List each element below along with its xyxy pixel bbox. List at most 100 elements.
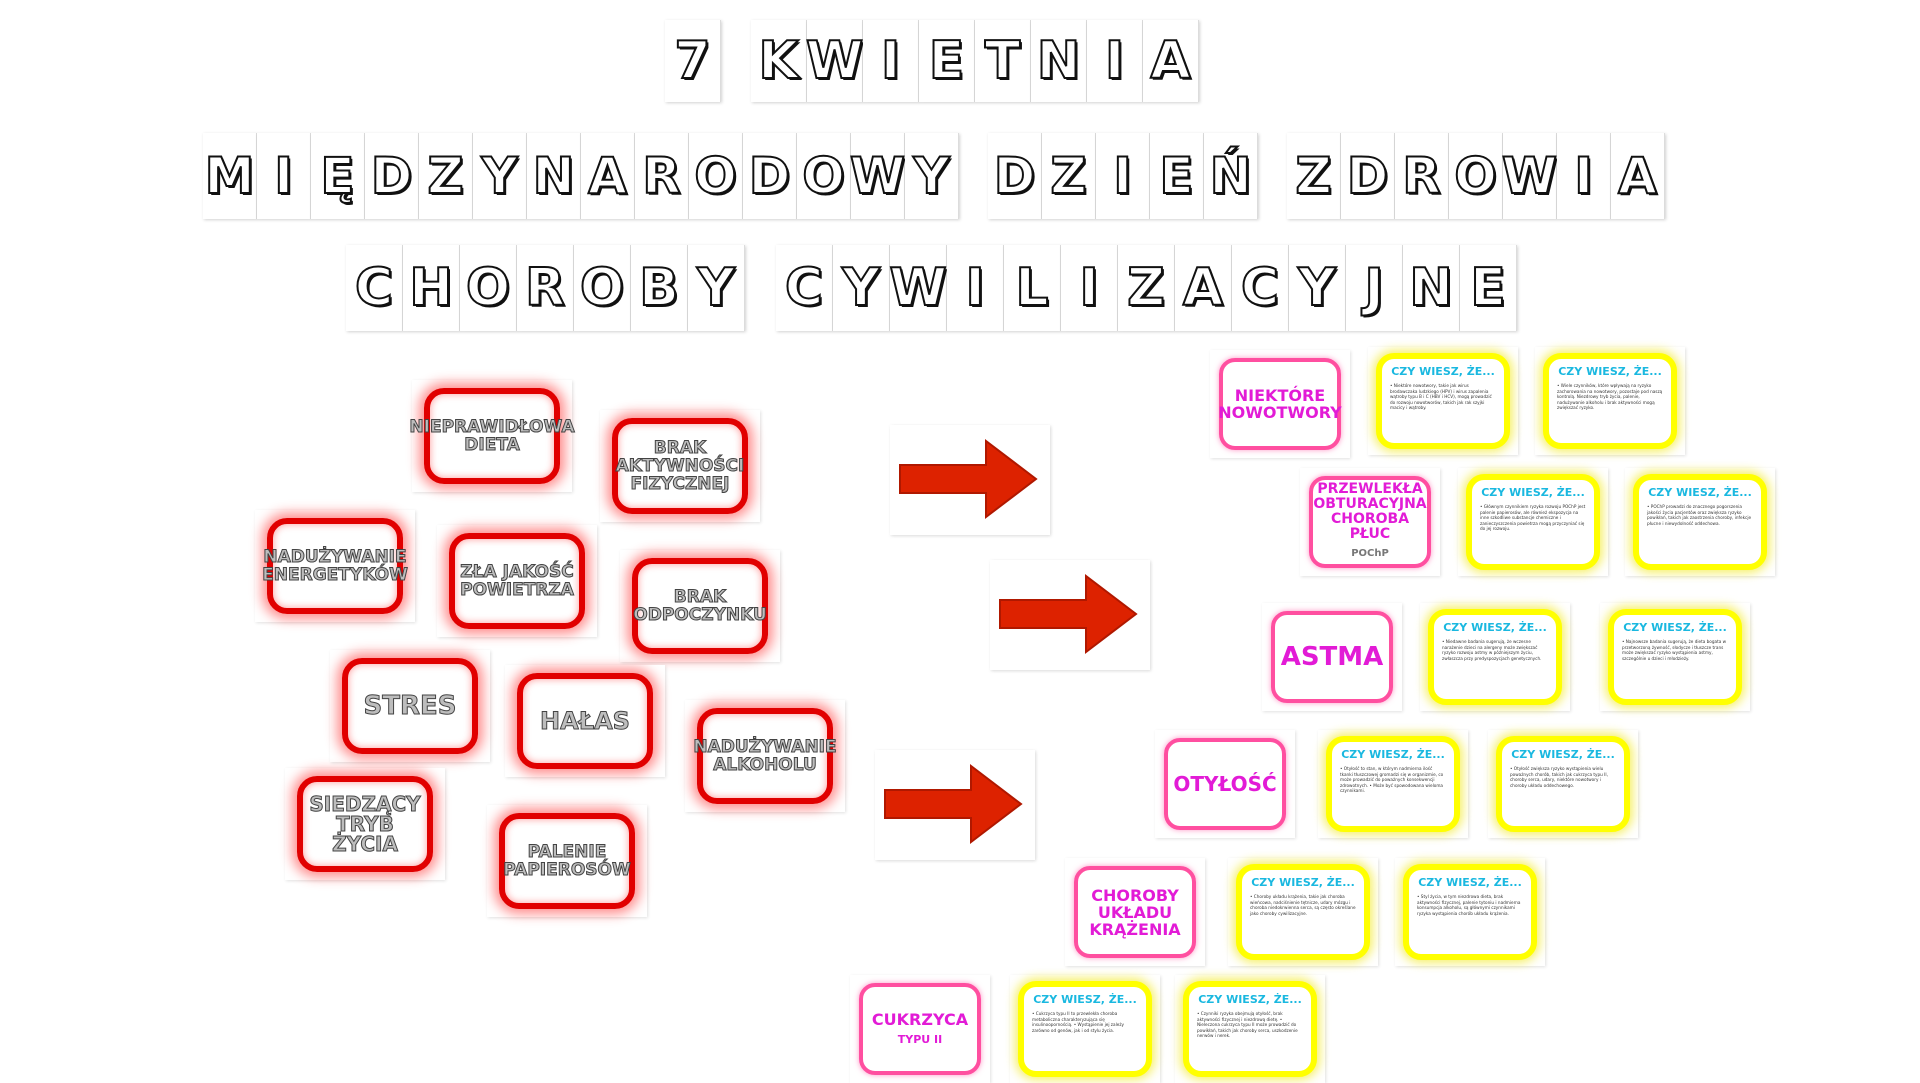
title-letter-tile: Z [1042,133,1096,219]
disease-name: ASTMA [1280,642,1384,672]
disease-card-obesity: OTYŁOŚĆ [1155,730,1295,838]
title-letter-tile: C [1232,245,1289,331]
fact-heading: CZY WIESZ, ŻE... [1511,748,1615,761]
title-letter-tile: O [574,245,631,331]
title-letter-tile: Z [1118,245,1175,331]
arrow-card-1 [890,425,1050,535]
title-space [1258,133,1287,219]
disease-name: CHOROBY UKŁADU KRĄŻENIA [1089,885,1181,939]
fact-card: CZY WIESZ, ŻE... • Niedawne badania suge… [1420,603,1570,711]
title-letter-tile: R [517,245,574,331]
fact-card: CZY WIESZ, ŻE... • Głównym czynnikiem ry… [1458,468,1608,576]
title-letter-tile: O [460,245,517,331]
disease-card-copd: PRZEWLEKŁA OBTURACYJNA CHOROBA PŁUC POCh… [1300,468,1440,576]
cause-label: BRAK AKTYWNOŚCI FIZYCZNEJ [612,418,748,514]
title-letter-tile: Y [1289,245,1346,331]
title-letter-tile: E [1150,133,1204,219]
title-letter-tile: D [988,133,1042,219]
disease-card-diabetes: CUKRZYCA TYPU II [850,975,990,1083]
title-letter-tile: Y [833,245,890,331]
title-letter-tile: Z [1287,133,1341,219]
fact-text: • Głównym czynnikiem ryzyka rozwoju POCh… [1480,504,1586,531]
cause-label: STRES [342,658,478,754]
fact-heading: CZY WIESZ, ŻE... [1198,993,1302,1006]
title-letter-tile: Z [419,133,473,219]
disease-card-circulatory: CHOROBY UKŁADU KRĄŻENIA [1065,858,1205,966]
fact-heading: CZY WIESZ, ŻE... [1443,621,1547,634]
disease-card-asthma: ASTMA [1262,603,1402,711]
cause-card-no-activity: BRAK AKTYWNOŚCI FIZYCZNEJ [600,410,760,522]
title-letter-tile: M [203,133,257,219]
title-letter-tile: D [743,133,797,219]
title-letter-tile: R [635,133,689,219]
disease-card-cancers: NIEKTÓRE NOWOTWORY [1210,350,1350,458]
title-letter-tile: I [1557,133,1611,219]
fact-card: CZY WIESZ, ŻE... • Otyłość to stan, w kt… [1318,730,1468,838]
title-letter-tile: E [1460,245,1517,331]
title-letter-tile: N [527,133,581,219]
fact-card: CZY WIESZ, ŻE... • Choroby układu krążen… [1228,858,1378,966]
fact-heading: CZY WIESZ, ŻE... [1648,486,1752,499]
fact-card: CZY WIESZ, ŻE... • Niektóre nowotwory, t… [1368,347,1518,455]
title-letter-tile: I [1096,133,1150,219]
cause-label: BRAK ODPOCZYNKU [632,558,768,654]
arrow-right-icon [999,573,1138,655]
title-letter-tile: Y [905,133,959,219]
fact-heading: CZY WIESZ, ŻE... [1418,876,1522,889]
disease-name: CUKRZYCA [871,1009,969,1029]
title-letter-tile: I [257,133,311,219]
arrow-card-2 [990,560,1150,670]
cause-card-smoking: PALENIE PAPIEROSÓW [487,805,647,917]
title-space [721,20,751,102]
cause-label: NADUŻYWANIE ENERGETYKÓW [262,518,408,614]
fact-text: • Wiele czynników, które wpływają na ryz… [1557,383,1663,410]
title-letter-tile: O [1449,133,1503,219]
title-letter-tile: Y [688,245,745,331]
cause-card-energy-drinks: NADUŻYWANIE ENERGETYKÓW [255,510,415,622]
title-letter-tile: W [888,245,948,331]
title-letter-tile: C [346,245,403,331]
title-letter-tile: Ń [1204,133,1258,219]
cause-label: ZŁA JAKOŚĆ POWIETRZA [449,533,585,629]
title-letter-tile: A [1611,133,1665,219]
title-letter-tile: E [919,20,975,102]
title-letter-tile: D [365,133,419,219]
title-letter-tile: J [1346,245,1403,331]
fact-heading: CZY WIESZ, ŻE... [1481,486,1585,499]
cause-card-noise: HAŁAS [505,665,665,777]
fact-text: • Otyłość to stan, w którym nadmierna il… [1340,766,1444,793]
fact-text: • Styl życia, w tym niezdrowa dieta, bra… [1417,894,1521,916]
title-space [745,245,776,331]
title-letter-tile: Ę [311,133,365,219]
fact-card: CZY WIESZ, ŻE... • Cukrzyca typu II to p… [1010,975,1160,1083]
fact-heading: CZY WIESZ, ŻE... [1558,365,1662,378]
title-letter-tile: K [751,20,807,102]
title-letter-tile: Y [473,133,527,219]
fact-card: CZY WIESZ, ŻE... • Wiele czynników, któr… [1535,347,1685,455]
cause-card-stress: STRES [330,650,490,762]
title-letter-tile: N [1403,245,1460,331]
fact-text: • Niedawne badania sugerują, że wczesne … [1442,639,1542,661]
title-letter-tile: O [797,133,851,219]
title-letter-tile: W [805,20,864,102]
title-letter-tile: O [689,133,743,219]
title-letter-tile: A [1175,245,1232,331]
fact-card: CZY WIESZ, ŻE... • POChP prowadzi do zna… [1625,468,1775,576]
cause-label: PALENIE PAPIEROSÓW [499,813,635,909]
cause-card-unhealthy-diet: NIEPRAWIDŁOWA DIETA [409,380,575,492]
arrow-right-icon [899,438,1038,520]
cause-card-air-quality: ZŁA JAKOŚĆ POWIETRZA [437,525,597,637]
fact-text: • POChP prowadzi do znacznego pogorszeni… [1647,504,1752,526]
fact-text: • Czynniki ryzyka obejmują otyłość, brak… [1197,1011,1298,1038]
title-letter-tile: R [1395,133,1449,219]
title-letter-tile: C [776,245,833,331]
fact-text: • Najnowsze badania sugerują, że dieta b… [1622,639,1727,661]
fact-heading: CZY WIESZ, ŻE... [1623,621,1727,634]
title-letter-tile: D [1341,133,1395,219]
fact-text: • Niektóre nowotwory, takie jak wirus br… [1390,383,1492,410]
cause-label: NIEPRAWIDŁOWA DIETA [409,388,575,484]
fact-heading: CZY WIESZ, ŻE... [1033,993,1137,1006]
